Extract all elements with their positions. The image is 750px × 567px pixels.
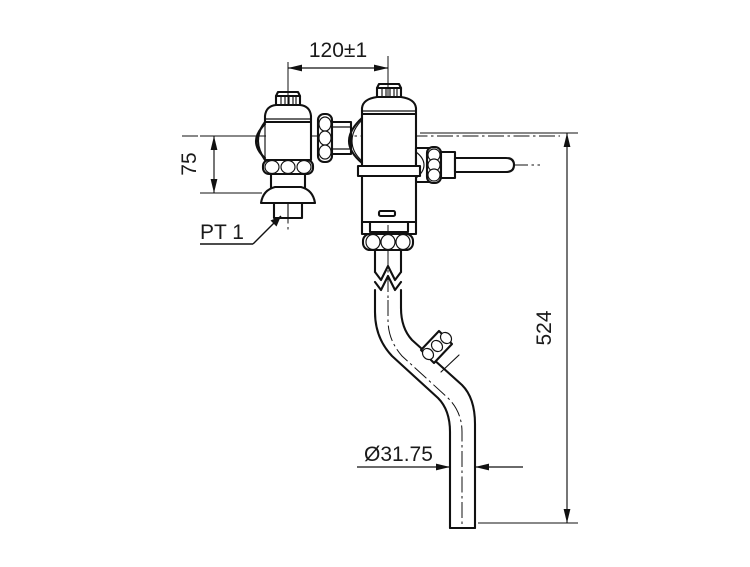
left-valve-body (254, 90, 317, 220)
callout-pt1: PT 1 (200, 215, 282, 245)
right-valve-body (347, 82, 516, 252)
outlet-hex-nut (361, 232, 415, 252)
pipe-break-symbol (373, 264, 403, 292)
dimension-label-75: 75 (178, 152, 201, 175)
right-knurled-cap (375, 82, 403, 99)
outlet-down-pipe (373, 248, 403, 314)
dimension-120: 120±1 (287, 39, 389, 104)
escutcheon-flange (259, 185, 317, 205)
dimension-label-524: 524 (533, 310, 556, 345)
left-hex-nut (261, 158, 315, 176)
dimension-label-120: 120±1 (309, 39, 367, 62)
callout-label-pt1: PT 1 (200, 221, 244, 244)
pipe-coupling-nut (419, 329, 454, 365)
s-bend-outlet-pipe (373, 306, 477, 530)
dimension-524: 524 (420, 132, 578, 524)
dimension-label-diameter: Ø31.75 (364, 443, 433, 466)
dimension-75: 75 (178, 135, 266, 194)
dimension-diameter: Ø31.75 (357, 443, 523, 471)
handle-hex-nut (425, 145, 443, 185)
flush-handle[interactable] (453, 156, 516, 174)
coupling-nut (316, 112, 353, 164)
